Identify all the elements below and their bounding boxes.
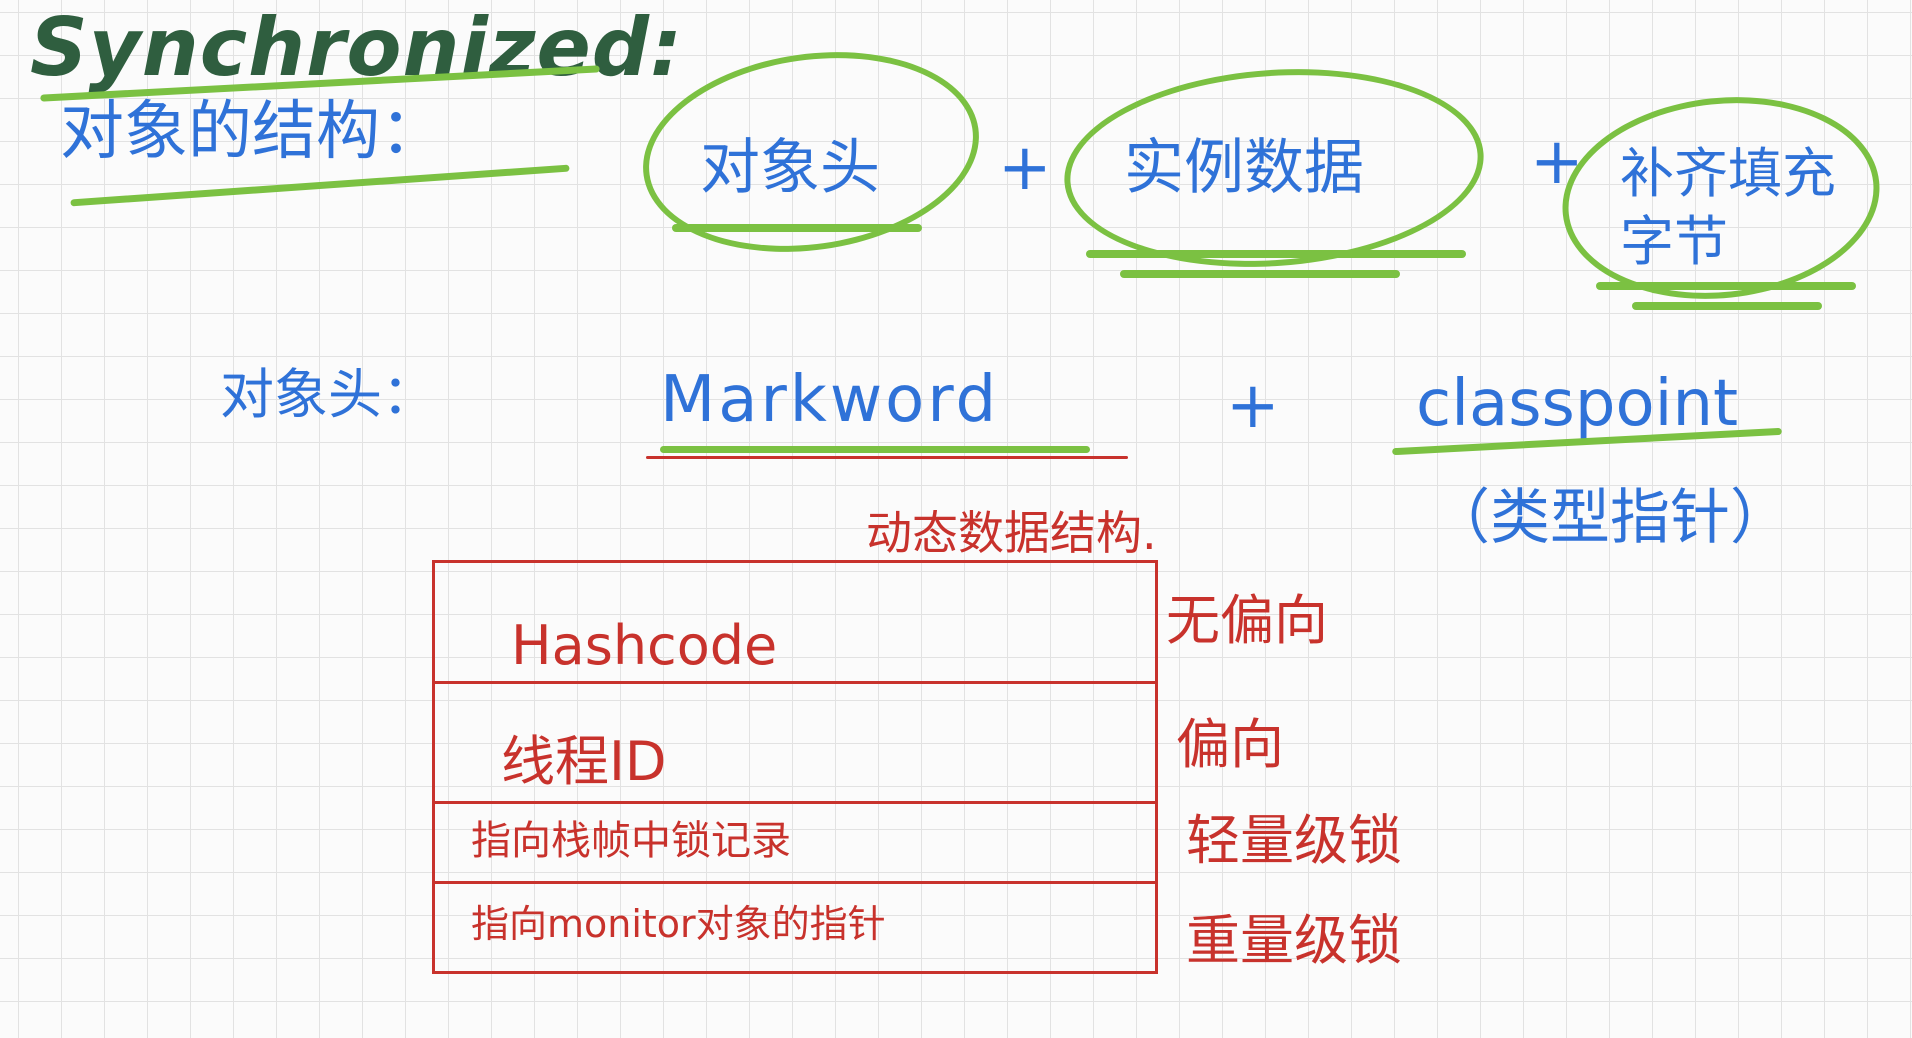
padding-scribble	[1596, 282, 1856, 290]
classpoint-text: classpoint	[1416, 367, 1739, 441]
table-row-lock-record: 指向栈帧中锁记录	[471, 818, 791, 864]
classpoint-note: （类型指针）	[1430, 483, 1790, 553]
part-padding: 补齐填充字节	[1620, 142, 1836, 273]
state-unbiased: 无偏向	[1166, 589, 1328, 652]
markword-red-underline	[646, 456, 1128, 459]
markword-table: Hashcode 线程ID 指向栈帧中锁记录 指向monitor对象的指针	[432, 560, 1158, 974]
row-divider-3	[435, 881, 1155, 884]
padding-scribble-2	[1632, 302, 1822, 310]
markword-green-underline	[660, 446, 1090, 453]
table-caption: 动态数据结构.	[866, 506, 1157, 560]
part-object-header: 对象头	[700, 133, 880, 203]
row-divider-2	[435, 801, 1155, 804]
object-structure-label: 对象的结构：	[60, 95, 444, 169]
table-row-hashcode: Hashcode	[511, 614, 778, 677]
object-structure-underline	[70, 164, 570, 207]
plus-3: +	[1226, 369, 1280, 443]
state-biased: 偏向	[1176, 713, 1284, 776]
object-header-scribble	[672, 224, 922, 232]
plus-1: +	[998, 131, 1052, 205]
instance-data-scribble-2	[1120, 270, 1400, 278]
table-row-thread-id: 线程ID	[501, 730, 667, 793]
title-synchronized: Synchronized:	[30, 1, 683, 94]
plus-2: +	[1530, 125, 1584, 199]
row-divider-1	[435, 681, 1155, 684]
instance-data-scribble	[1086, 250, 1466, 258]
state-heavyweight-lock: 重量级锁	[1186, 909, 1402, 972]
object-header-label: 对象头：	[220, 363, 436, 426]
table-row-monitor-pointer: 指向monitor对象的指针	[471, 902, 886, 946]
markword-text: Markword	[660, 363, 1000, 437]
state-lightweight-lock: 轻量级锁	[1186, 809, 1402, 872]
part-instance-data: 实例数据	[1124, 133, 1364, 203]
